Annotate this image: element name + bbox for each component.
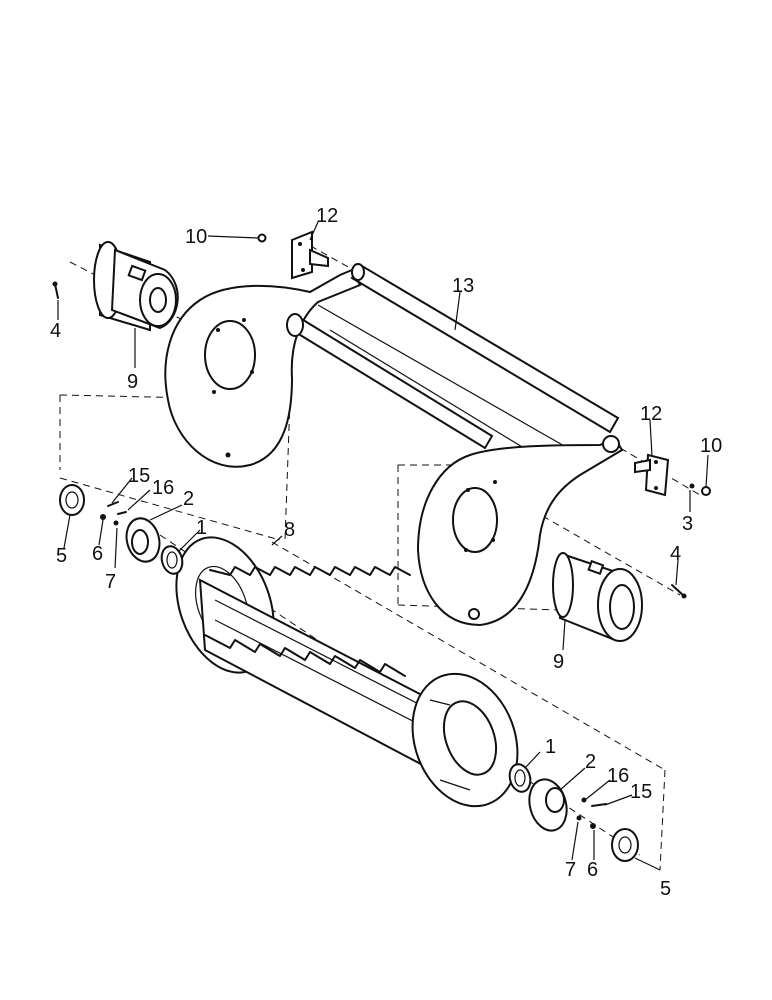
callout-6-right: 6 bbox=[587, 859, 598, 881]
callout-5-left: 5 bbox=[56, 545, 67, 567]
bolt-4-left bbox=[52, 281, 59, 299]
bolt-4-right bbox=[671, 584, 687, 599]
callout-1-right: 1 bbox=[545, 736, 556, 758]
callout-16-left: 16 bbox=[152, 477, 174, 499]
drum-8 bbox=[175, 536, 519, 808]
flange-2-left bbox=[125, 517, 161, 563]
small-hardware-right bbox=[576, 797, 607, 829]
callout-6-left: 6 bbox=[92, 543, 103, 565]
callout-15-right: 15 bbox=[630, 781, 652, 803]
frame-assembly-13 bbox=[164, 263, 624, 627]
callout-2-left: 2 bbox=[183, 488, 194, 510]
callout-labels: 1 1 2 2 3 4 4 5 5 6 6 7 7 8 9 9 10 10 12… bbox=[50, 205, 722, 900]
callout-2-right: 2 bbox=[585, 751, 596, 773]
callout-10-right: 10 bbox=[700, 435, 722, 457]
callout-12-upper: 12 bbox=[316, 205, 338, 227]
callout-7-right: 7 bbox=[565, 859, 576, 881]
nut-10-right bbox=[701, 486, 711, 496]
callout-8: 8 bbox=[284, 519, 295, 541]
callout-7-left: 7 bbox=[105, 571, 116, 593]
callout-1-left: 1 bbox=[196, 517, 207, 539]
right-side-plate bbox=[416, 436, 624, 627]
washer-3 bbox=[689, 483, 695, 489]
callout-4-right: 4 bbox=[670, 543, 681, 565]
ring-1-right bbox=[508, 763, 532, 793]
nut-10-left bbox=[257, 233, 267, 243]
callout-9-right: 9 bbox=[553, 651, 564, 673]
bracket-12-upper bbox=[291, 230, 329, 280]
right-plate-bore bbox=[452, 487, 498, 553]
bearing-housing-9-left bbox=[93, 241, 179, 332]
left-plate-bore bbox=[204, 320, 256, 390]
callout-5-right: 5 bbox=[660, 878, 671, 900]
callout-9-left: 9 bbox=[127, 371, 138, 393]
upper-crossbar bbox=[350, 264, 620, 434]
left-side-plate bbox=[164, 268, 362, 468]
sprocket-5-left bbox=[59, 484, 85, 516]
small-hardware-left bbox=[100, 501, 127, 526]
callout-13: 13 bbox=[452, 275, 474, 297]
callout-4-left: 4 bbox=[50, 320, 61, 342]
sprocket-5-right bbox=[611, 828, 639, 862]
bracket-12-lower bbox=[634, 453, 670, 497]
ring-1-left bbox=[160, 545, 184, 575]
callout-10-left: 10 bbox=[185, 226, 207, 248]
flange-2-right bbox=[528, 778, 568, 832]
bearing-housing-9-right bbox=[552, 552, 643, 642]
callout-3: 3 bbox=[682, 513, 693, 535]
callout-15-left: 15 bbox=[128, 465, 150, 487]
callout-16-right: 16 bbox=[607, 765, 629, 787]
leader-lines bbox=[57, 221, 709, 871]
callout-12-lower: 12 bbox=[640, 403, 662, 425]
